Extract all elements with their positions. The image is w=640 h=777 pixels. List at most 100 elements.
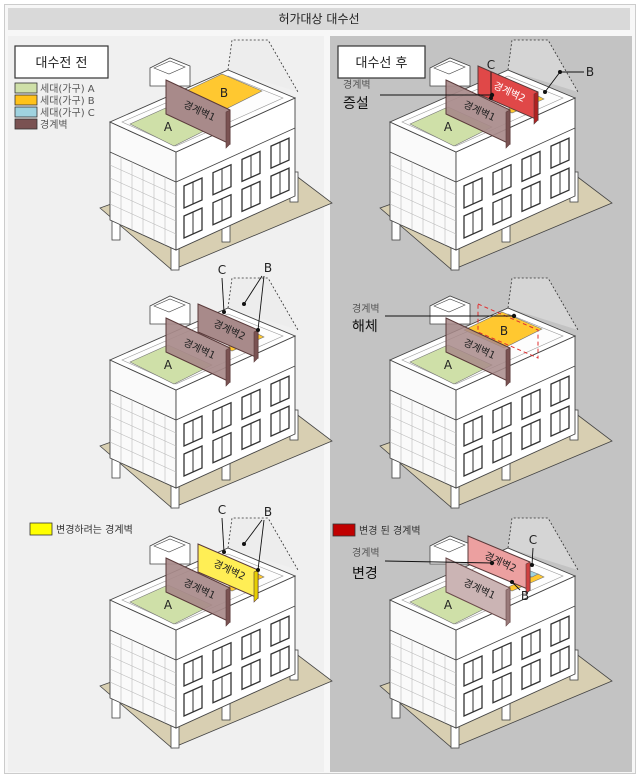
before-label: 대수전 전: [36, 56, 88, 71]
boundary-wall-2-edge: [525, 561, 531, 595]
facade-grid-line: [109, 190, 177, 222]
penthouse-top: [153, 538, 186, 553]
facade-grid-line: [389, 668, 457, 700]
legend-label: 세대(가구) B: [40, 95, 95, 107]
callout-c-label: C: [218, 263, 226, 277]
changed-legend-swatch: [332, 523, 356, 537]
annotation-dot: [489, 92, 495, 98]
callout-b1-dot: [242, 542, 246, 546]
zone-b-label: B: [500, 324, 508, 338]
boundary-wall-1-edge: [505, 347, 511, 387]
callout-c-label: C: [218, 503, 226, 517]
legend-swatch: [14, 118, 38, 130]
roof-gable-outline: [227, 517, 299, 571]
callout-b-label: B: [586, 65, 594, 79]
callout-b1-dot: [242, 302, 246, 306]
legend-label: 경계벽: [40, 118, 68, 131]
callout-c-label: C: [487, 58, 495, 72]
facade-grid-line: [109, 164, 177, 196]
facade-grid-line: [389, 441, 457, 473]
zone-a-label: A: [444, 358, 453, 372]
callout-b2-leader: [257, 275, 265, 331]
boundary-wall-1-edge: [505, 587, 511, 627]
annotation-small: 경계벽: [343, 78, 371, 91]
legend-label: 세대(가구) A: [40, 83, 95, 95]
facade-grid-line: [109, 681, 177, 713]
change-legend-swatch: [29, 522, 53, 536]
callout-b-label: B: [521, 589, 529, 603]
roof-gable-outline: [507, 277, 579, 331]
callout-b-dot: [510, 580, 514, 584]
after-label: 대수선 후: [356, 56, 408, 71]
facade-grid-line: [109, 668, 177, 700]
legend-swatch: [14, 106, 38, 118]
facade-grid-line: [109, 642, 177, 674]
boundary-wall-2-edge: [533, 91, 539, 125]
diagram-title: 허가대상 대수선: [8, 8, 630, 30]
penthouse-top: [433, 60, 466, 75]
boundary-wall-1-edge: [225, 347, 231, 387]
callout-b-label: B: [264, 261, 272, 275]
facade-grid-line: [109, 441, 177, 473]
after-label-box: [337, 45, 426, 79]
facade-grid-line: [389, 642, 457, 674]
roof-gable-outline: [227, 277, 299, 331]
boundary-wall-1-edge: [225, 109, 231, 149]
annotation-big: 해체: [352, 319, 378, 335]
callout-b2-leader: [257, 519, 265, 571]
facade-grid-line: [389, 681, 457, 713]
zone-a-label: A: [164, 120, 173, 134]
facade-grid-line: [109, 177, 177, 209]
callout-b1-leader: [243, 275, 263, 305]
callout-c-dot: [530, 563, 534, 567]
facade-grid-line: [109, 415, 177, 447]
penthouse-top: [433, 538, 466, 553]
boundary-wall-1-edge: [225, 587, 231, 627]
zone-a-label: A: [164, 598, 173, 612]
annotation-dot: [511, 313, 517, 319]
removed-wall-outline: [477, 303, 539, 359]
callout-b2-dot: [256, 568, 260, 572]
boundary-wall-2-edge: [253, 569, 259, 603]
callout-b2-dot: [256, 328, 260, 332]
legend-swatch: [14, 82, 38, 94]
facade-grid-line: [109, 203, 177, 235]
facade-grid-line: [389, 203, 457, 235]
roof-gable-outline: [507, 39, 579, 93]
callout-b-dot: [543, 90, 547, 94]
callout-b1-leader: [243, 519, 263, 545]
callout-c-dot: [222, 310, 226, 314]
annotation-big: 변경: [352, 566, 378, 582]
facade-grid-line: [389, 428, 457, 460]
callout-c-dot: [222, 550, 226, 554]
callout-b-leader2: [544, 71, 561, 93]
changed-legend-label: 변경 된 경계벽: [359, 524, 421, 537]
callout-b-label: B: [264, 505, 272, 519]
facade-grid-line: [389, 402, 457, 434]
facade-grid-line: [389, 177, 457, 209]
callout-c-label: C: [529, 533, 537, 547]
zone-a-label: A: [444, 120, 453, 134]
annotation-dot: [489, 560, 495, 566]
change-legend-label: 변경하려는 경계벽: [56, 523, 133, 536]
callout-c-leader: [221, 277, 225, 313]
zone-a-label: A: [444, 598, 453, 612]
before-label-box: [14, 45, 109, 79]
zone-a-label: A: [164, 358, 173, 372]
penthouse-top: [433, 298, 466, 313]
annotation-big: 증설: [343, 96, 369, 112]
facade-grid-line: [389, 655, 457, 687]
facade-grid-line: [389, 164, 457, 196]
facade-grid-line: [109, 428, 177, 460]
facade-grid-line: [109, 655, 177, 687]
annotation-leader: [384, 560, 493, 564]
callout-c-leader: [221, 517, 225, 553]
zone-b-label: B: [220, 86, 228, 100]
